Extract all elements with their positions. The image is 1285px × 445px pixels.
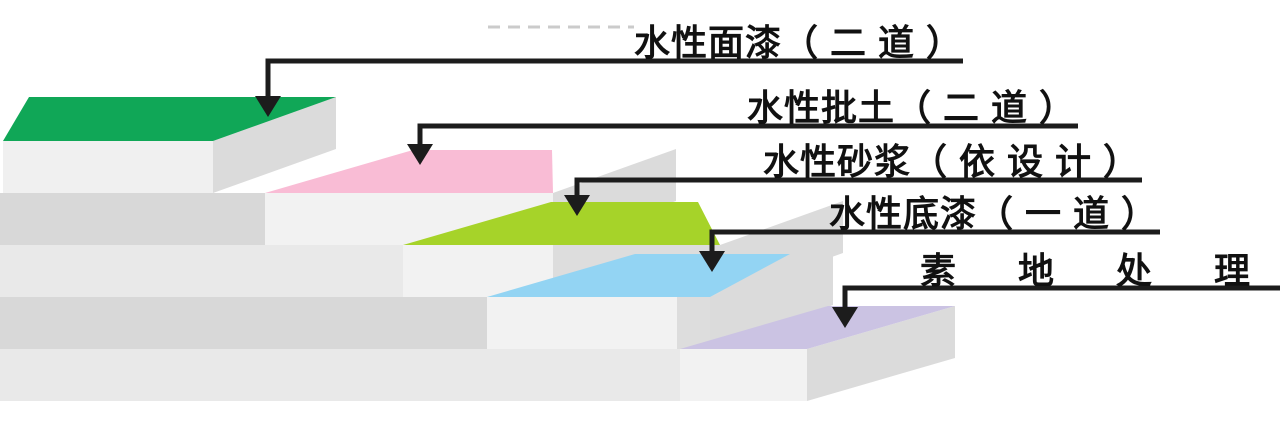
primer-leader-line bbox=[709, 229, 1160, 254]
substrate-front-face-bright bbox=[680, 349, 807, 401]
topcoat-arrow-icon bbox=[255, 96, 281, 117]
mortar-arrow-icon bbox=[564, 195, 590, 216]
putty-label: 水性批土（ 二 道 ） bbox=[747, 87, 1076, 128]
topcoat-front-face bbox=[3, 141, 213, 193]
putty-layer-surface bbox=[265, 150, 553, 193]
substrate-leader-line bbox=[842, 285, 1280, 310]
substrate-front-band bbox=[0, 349, 807, 401]
mortar-label: 水性砂浆（ 依 设 计 ） bbox=[763, 141, 1140, 182]
substrate-label: 素 地 处 理 bbox=[920, 250, 1276, 291]
substrate-arrow-icon bbox=[832, 307, 858, 328]
primer-label: 水性底漆（ 一 道 ） bbox=[829, 193, 1158, 234]
mortar-layer-surface bbox=[403, 202, 720, 245]
primer-side-face bbox=[710, 253, 833, 349]
primer-front-face-bright bbox=[487, 297, 677, 349]
primer-front-face-shadow bbox=[677, 297, 710, 349]
topcoat-side-face bbox=[213, 97, 336, 193]
putty-arrow-icon bbox=[407, 144, 433, 165]
base-side-face bbox=[807, 306, 955, 401]
topcoat-label: 水性面漆（ 二 道 ） bbox=[634, 22, 963, 63]
topcoat-leader-line bbox=[265, 58, 963, 99]
mortar-leader-line bbox=[574, 177, 1142, 198]
mortar-front-face-bright bbox=[403, 245, 553, 297]
putty-leader-line bbox=[417, 123, 1078, 147]
topcoat-layer-surface bbox=[3, 97, 336, 141]
substrate-layer-surface bbox=[680, 306, 955, 349]
primer-arrow-icon bbox=[699, 251, 725, 272]
